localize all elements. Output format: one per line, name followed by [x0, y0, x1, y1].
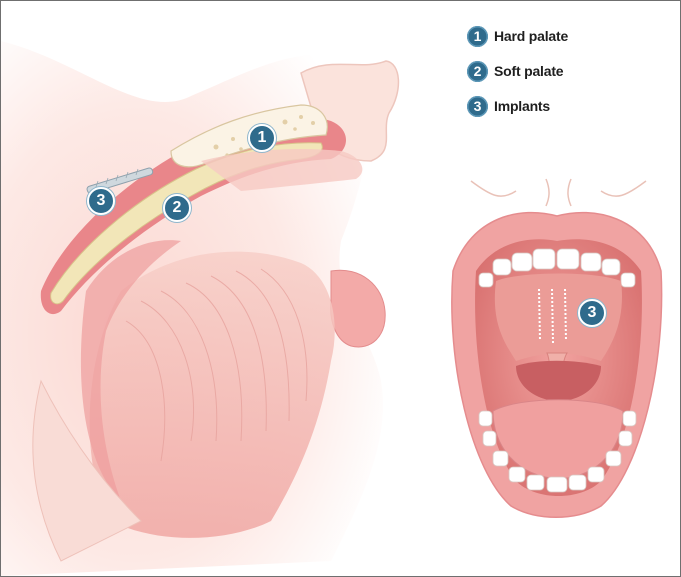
marker-hard-palate: 1: [248, 124, 276, 152]
nose-base-lines: [471, 179, 646, 206]
legend-item-soft-palate: 2 Soft palate: [467, 60, 667, 82]
legend-label: Hard palate: [494, 28, 568, 44]
sagittal-view: [1, 41, 398, 576]
legend-label: Soft palate: [494, 63, 563, 79]
legend-badge: 1: [467, 26, 488, 47]
legend-item-hard-palate: 1 Hard palate: [467, 25, 667, 47]
frontal-view: [452, 179, 662, 517]
marker-implant-front: 3: [578, 299, 606, 327]
marker-implant-side: 3: [87, 187, 115, 215]
legend-badge: 2: [467, 61, 488, 82]
legend-label: Implants: [494, 98, 550, 114]
upper-lip: [331, 270, 386, 347]
marker-soft-palate: 2: [163, 194, 191, 222]
legend-badge: 3: [467, 96, 488, 117]
legend: 1 Hard palate 2 Soft palate 3 Implants: [467, 25, 667, 130]
legend-item-implants: 3 Implants: [467, 95, 667, 117]
